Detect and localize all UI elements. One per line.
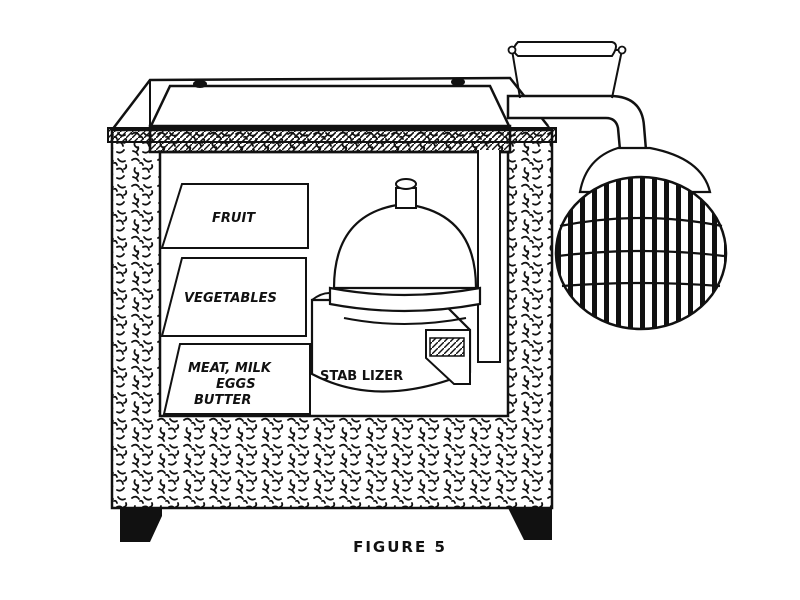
lid	[148, 78, 512, 154]
label-vegetables: VEGETABLES	[184, 291, 277, 306]
shelf-vegetables	[160, 257, 307, 337]
label-butter: BUTTER	[194, 393, 251, 408]
radiator-globe	[554, 175, 728, 331]
label-meat-milk: MEAT, MILK	[188, 361, 272, 376]
inner-pipe	[477, 150, 501, 363]
leg-left	[120, 508, 162, 542]
grill-box	[425, 329, 471, 385]
lid-knob-left	[193, 80, 207, 88]
label-eggs: EGGS	[216, 377, 256, 392]
external-unit	[506, 41, 728, 331]
label-stabilizer: STAB LIZER	[320, 369, 403, 384]
stabilizer-cap	[395, 187, 417, 209]
label-fruit: FRUIT	[212, 211, 256, 226]
shelf-meat	[162, 343, 311, 415]
lid-knob-right	[451, 78, 465, 86]
figure-caption: FIGURE 5	[353, 538, 447, 556]
stabilizer-unit	[310, 178, 482, 393]
leg-right	[508, 508, 552, 540]
handle	[513, 41, 617, 57]
shelf-fruit	[160, 183, 309, 249]
